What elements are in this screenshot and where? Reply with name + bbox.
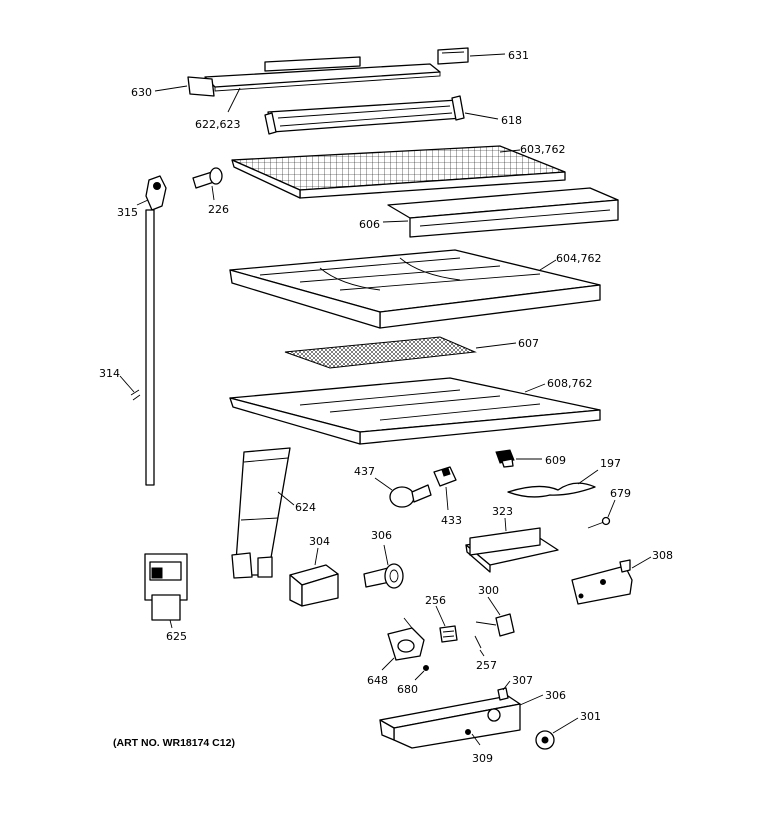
leader-197 xyxy=(577,469,599,485)
leader-226 xyxy=(211,185,215,201)
leader-680 xyxy=(414,670,425,681)
part-625-switch xyxy=(144,553,188,621)
callout-648: 648 xyxy=(367,674,388,687)
callout-630: 630 xyxy=(131,86,152,99)
part-680-screw xyxy=(423,665,429,671)
leader-679 xyxy=(607,499,616,518)
callout-197: 197 xyxy=(600,457,621,470)
part-606-cover-front xyxy=(387,187,619,238)
callout-618: 618 xyxy=(501,114,522,127)
leader-437 xyxy=(374,477,393,491)
callout-609: 609 xyxy=(545,454,566,467)
part-630-plate xyxy=(187,76,215,97)
part-306-control-housing xyxy=(379,687,521,749)
leader-314 xyxy=(119,375,135,393)
leader-300 xyxy=(487,596,501,616)
part-323-bracket xyxy=(465,527,559,573)
part-624-panel xyxy=(231,447,291,579)
callout-257: 257 xyxy=(476,659,497,672)
leader-631 xyxy=(469,53,506,57)
part-618-bracket xyxy=(264,95,465,135)
leader-308 xyxy=(631,556,652,569)
callout-680: 680 xyxy=(397,683,418,696)
leader-304 xyxy=(314,547,319,566)
callout-625: 625 xyxy=(166,630,187,643)
part-608-762-pan xyxy=(229,377,601,445)
callout-679: 679 xyxy=(610,487,631,500)
callout-624: 624 xyxy=(295,501,316,514)
part-603-762-grid-shelf xyxy=(231,145,566,199)
part-308-plate xyxy=(571,559,633,605)
leader-306-a xyxy=(383,544,389,566)
leader-323 xyxy=(504,517,507,532)
callout-300: 300 xyxy=(478,584,499,597)
part-433-socket xyxy=(433,466,457,487)
callout-309: 309 xyxy=(472,752,493,765)
callout-306-a: 306 xyxy=(371,529,392,542)
part-306-knob xyxy=(363,563,404,589)
callout-433: 433 xyxy=(441,514,462,527)
part-197-gasket xyxy=(507,482,596,498)
callout-608-762: 608,762 xyxy=(547,377,593,390)
callout-315: 315 xyxy=(117,206,138,219)
leader-603-762 xyxy=(499,149,521,153)
callout-437: 437 xyxy=(354,465,375,478)
art-number: (ART NO. WR18174 C12) xyxy=(113,737,235,749)
leader-309 xyxy=(471,733,481,746)
part-609 xyxy=(495,449,515,468)
callout-314: 314 xyxy=(99,367,120,380)
callout-301: 301 xyxy=(580,710,601,723)
part-301-knob xyxy=(535,730,555,750)
part-631-cover xyxy=(437,47,469,65)
part-226-knob xyxy=(192,167,223,189)
leader-307 xyxy=(502,680,511,691)
part-604-762-tray xyxy=(229,249,601,329)
callout-256: 256 xyxy=(425,594,446,607)
part-256-connector xyxy=(439,625,458,643)
leader-625 xyxy=(169,619,173,629)
callout-607: 607 xyxy=(518,337,539,350)
callout-307: 307 xyxy=(512,674,533,687)
callout-631: 631 xyxy=(508,49,529,62)
leader-256 xyxy=(435,605,446,627)
part-304-housing xyxy=(289,564,339,607)
leader-608-762 xyxy=(524,383,546,393)
leader-257 xyxy=(479,649,485,657)
leader-624 xyxy=(277,491,295,506)
callout-304: 304 xyxy=(309,535,330,548)
leader-306-b xyxy=(519,694,544,706)
leader-648 xyxy=(381,657,395,671)
part-437-bulb xyxy=(389,484,432,508)
callout-226: 226 xyxy=(208,203,229,216)
part-300-thermostat xyxy=(475,613,515,637)
callout-323: 323 xyxy=(492,505,513,518)
callout-603-762: 603,762 xyxy=(520,143,566,156)
part-257-pin xyxy=(474,635,482,649)
leader-618 xyxy=(464,112,499,120)
part-679-screw xyxy=(587,516,611,529)
part-315-hinge xyxy=(145,175,167,211)
leader-606-a xyxy=(382,220,409,223)
part-648-timer xyxy=(387,617,425,661)
callout-306-b: 306 xyxy=(545,689,566,702)
part-622-623-top-cover xyxy=(204,56,441,92)
leader-315 xyxy=(136,199,149,206)
leader-607 xyxy=(475,342,517,349)
callout-308: 308 xyxy=(652,549,673,562)
leader-301 xyxy=(552,717,579,734)
leader-630 xyxy=(154,85,188,92)
leader-433 xyxy=(445,486,449,511)
leader-604-762 xyxy=(539,259,557,271)
part-607-filter xyxy=(284,336,477,369)
callout-622-623: 622,623 xyxy=(195,118,241,131)
callout-604-762: 604,762 xyxy=(556,252,602,265)
callout-606-a: 606 xyxy=(359,218,380,231)
part-314-rod xyxy=(130,209,155,486)
leader-622-623 xyxy=(227,87,241,113)
